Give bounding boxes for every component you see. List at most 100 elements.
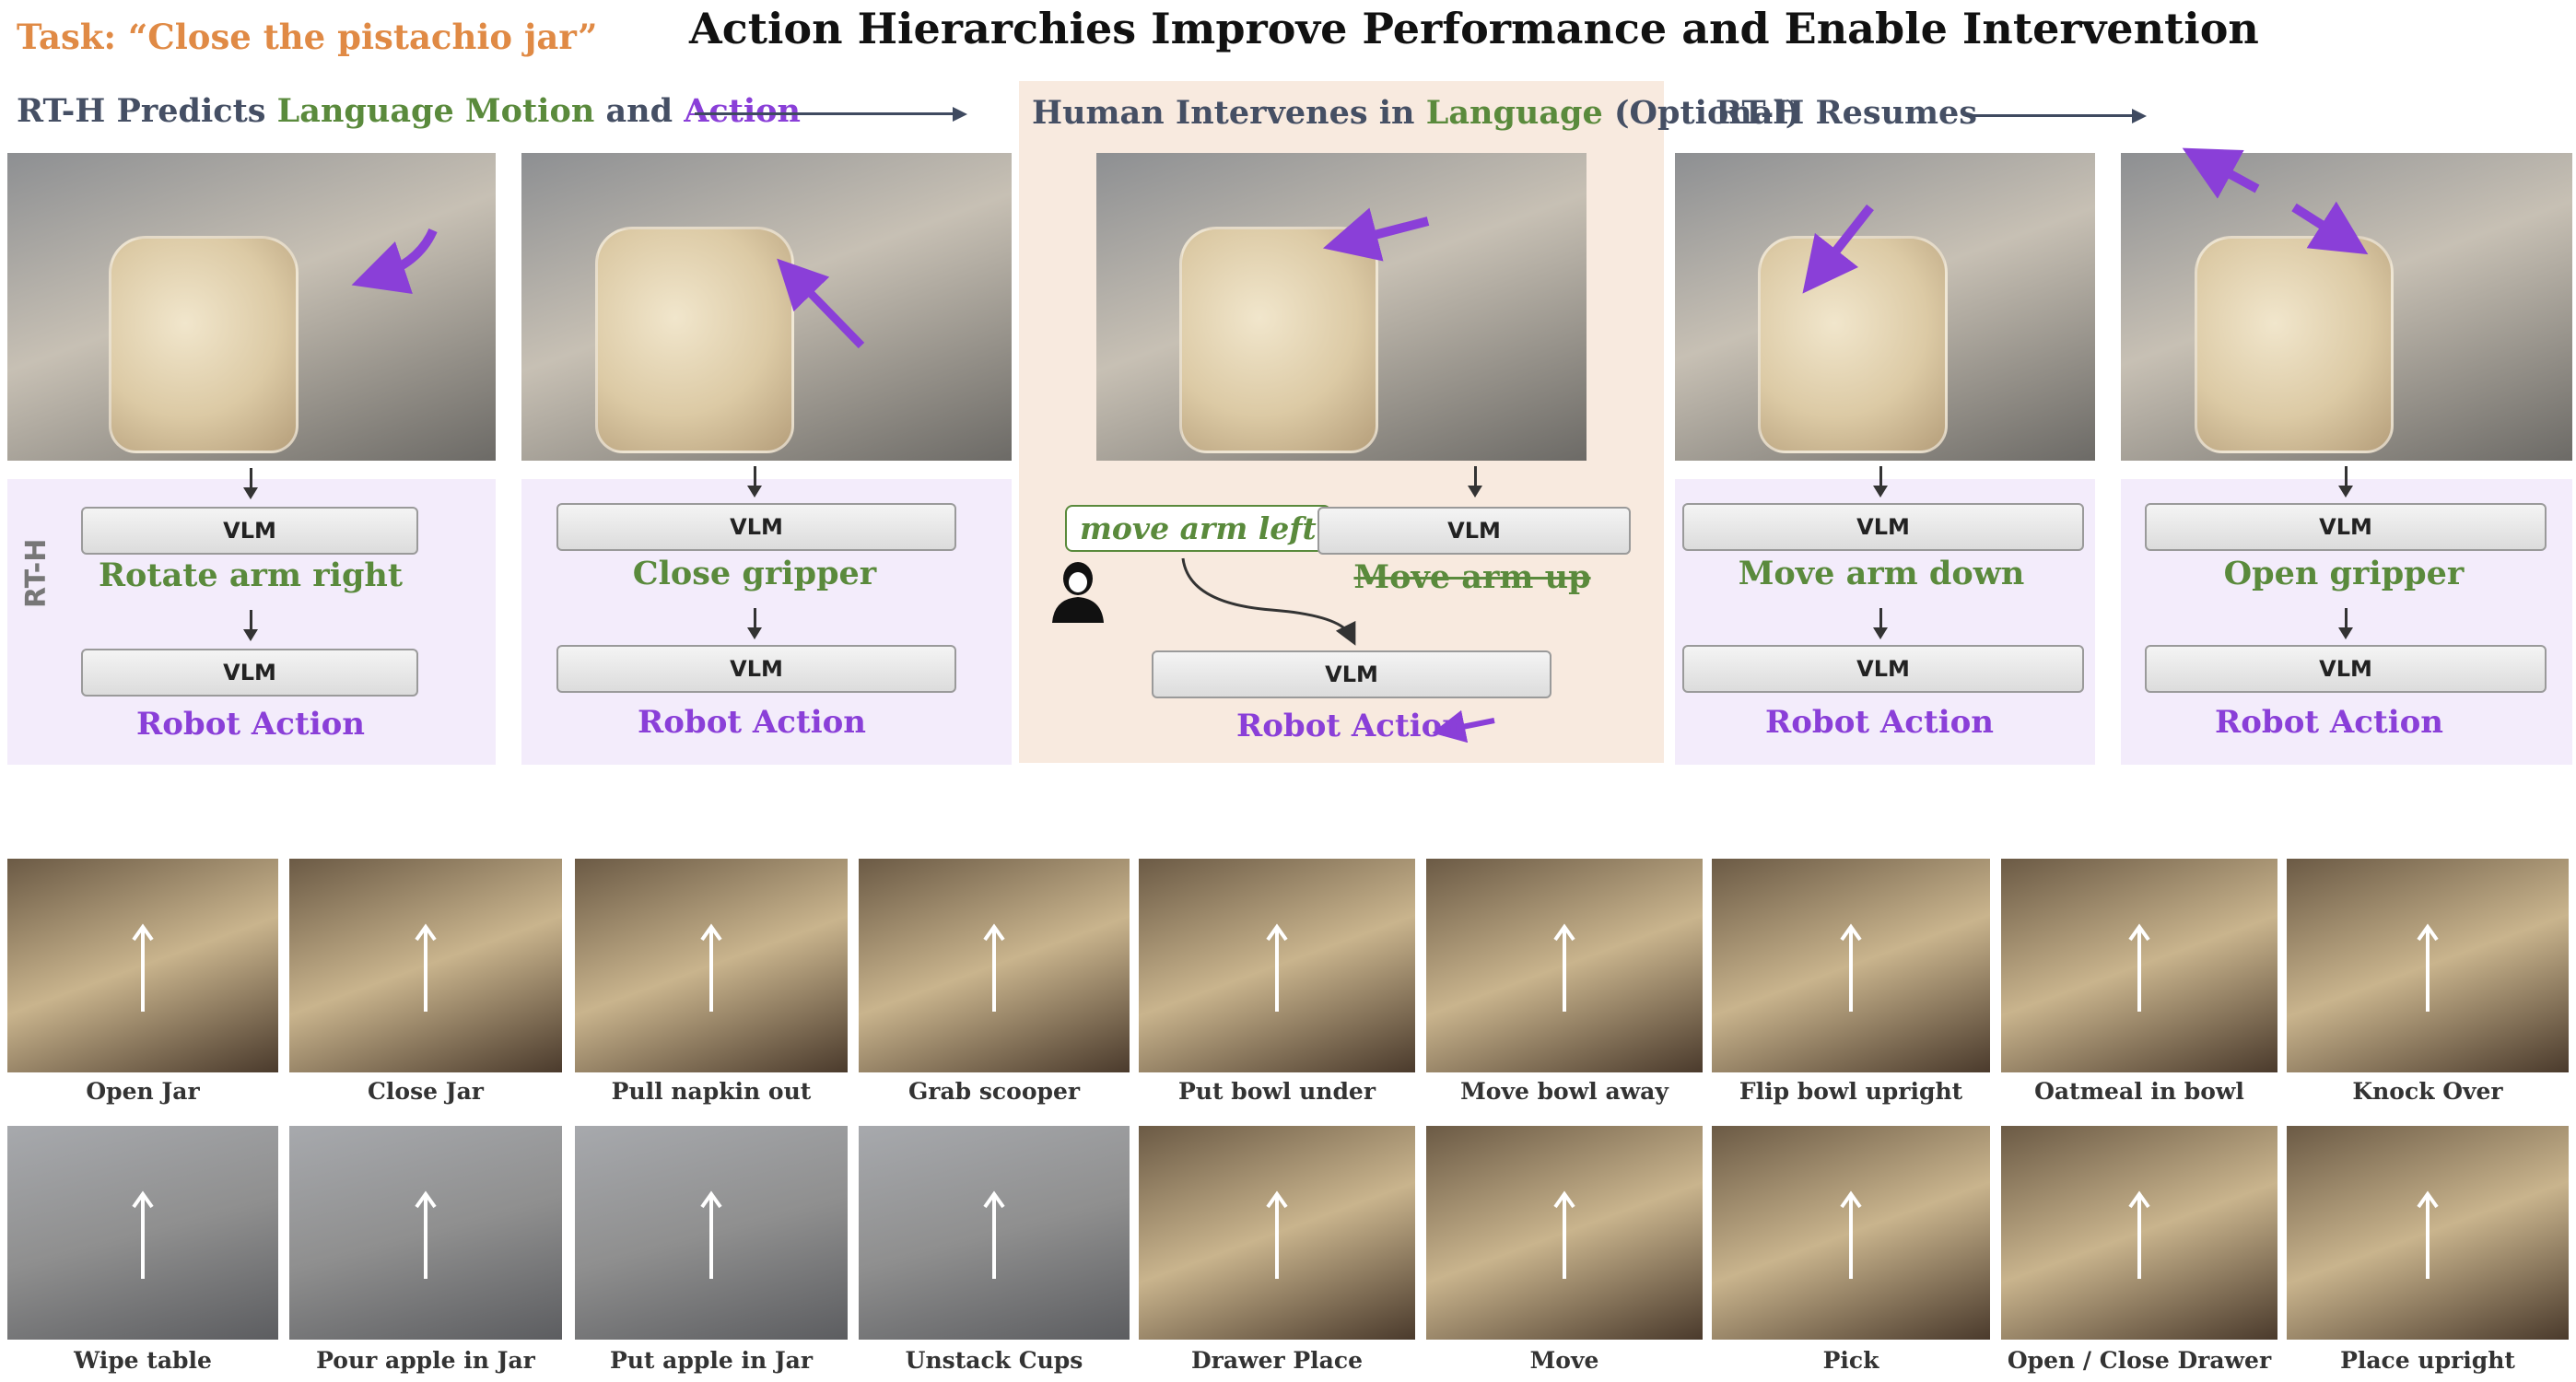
task-caption: Close Jar — [368, 1078, 484, 1105]
arrow-icon — [1266, 1190, 1288, 1279]
flow-arrow — [243, 610, 258, 641]
flow-arrow — [2338, 466, 2353, 498]
scene-photo-1 — [7, 153, 496, 461]
task-thumbnail — [7, 1126, 278, 1340]
scene-photo-5 — [2121, 153, 2572, 461]
task-thumbnail — [1426, 859, 1703, 1072]
task-caption: Flip bowl upright — [1739, 1078, 1963, 1105]
task-thumbnail — [2001, 1126, 2277, 1340]
person-icon — [1048, 558, 1107, 623]
arrow-icon — [983, 923, 1005, 1012]
task-thumbnail — [1139, 1126, 1415, 1340]
task-caption: Drawer Place — [1191, 1347, 1363, 1374]
task-thumbnail — [575, 1126, 848, 1340]
task-thumbnail — [1139, 859, 1415, 1072]
arrow-icon — [415, 923, 437, 1012]
arrow-icon — [2417, 923, 2439, 1012]
robot-action-label: Robot Action — [2215, 704, 2444, 741]
header-resumes: RT-H Resumes — [1715, 94, 1978, 132]
task-thumbnail — [289, 1126, 562, 1340]
flow-arrow — [1873, 466, 1888, 498]
task-caption: Unstack Cups — [905, 1347, 1083, 1374]
motion-label-3: Move arm up — [1353, 558, 1591, 596]
task-thumbnail — [1712, 859, 1990, 1072]
scene-photo-2 — [521, 153, 1012, 461]
human-correction-bubble: move arm left — [1065, 505, 1331, 552]
vlm-box: VLM — [1682, 503, 2084, 551]
header-arrow-2 — [1966, 114, 2132, 117]
header-intervene: Human Intervenes in Language (Optional) — [1032, 94, 1801, 132]
arrow-icon — [700, 1190, 722, 1279]
task-thumbnail — [575, 859, 848, 1072]
task-caption: Pour apple in Jar — [316, 1347, 535, 1374]
task-caption: Move — [1529, 1347, 1599, 1374]
task-caption: Oatmeal in bowl — [2034, 1078, 2244, 1105]
task-thumbnail — [289, 859, 562, 1072]
vlm-box: VLM — [556, 503, 956, 551]
arrow-icon — [2128, 1190, 2150, 1279]
motion-label-2: Close gripper — [632, 555, 877, 592]
task-caption: Open / Close Drawer — [2007, 1347, 2272, 1374]
flow-arrow — [1873, 608, 1888, 639]
task-thumbnail — [1426, 1126, 1703, 1340]
robot-action-label: Robot Action — [638, 704, 867, 741]
arrow-icon — [1266, 923, 1288, 1012]
motion-label-5: Open gripper — [2223, 555, 2465, 592]
task-caption: Move bowl away — [1460, 1078, 1669, 1105]
arrow-icon — [1553, 923, 1575, 1012]
vlm-box: VLM — [2145, 503, 2547, 551]
task-thumbnail — [2001, 859, 2277, 1072]
arrow-icon — [700, 923, 722, 1012]
vlm-box: VLM — [556, 645, 956, 693]
header-predict: RT-H Predicts Language Motion and Action — [17, 92, 801, 130]
robot-action-label: Robot Action — [136, 706, 366, 743]
vlm-box: VLM — [2145, 645, 2547, 693]
vlm-box: VLM — [1682, 645, 2084, 693]
task-thumbnail — [2287, 1126, 2569, 1340]
flow-arrow — [1468, 466, 1482, 498]
arrow-icon — [2128, 923, 2150, 1012]
arrow-icon — [132, 923, 154, 1012]
task-thumbnail — [859, 1126, 1130, 1340]
task-caption: Place upright — [2340, 1347, 2515, 1374]
scene-photo-4 — [1675, 153, 2095, 461]
task-thumbnail — [7, 859, 278, 1072]
vlm-box: VLM — [81, 507, 418, 555]
flow-arrow — [243, 468, 258, 499]
task-thumbnail — [2287, 859, 2569, 1072]
vlm-box: VLM — [81, 649, 418, 697]
vlm-box: VLM — [1317, 507, 1631, 555]
task-caption: Pull napkin out — [611, 1078, 812, 1105]
scene-photo-3 — [1096, 153, 1587, 461]
figure-title: Action Hierarchies Improve Performance a… — [689, 4, 2259, 53]
arrow-icon — [132, 1190, 154, 1279]
flow-arrow — [747, 466, 762, 498]
motion-label-1: Rotate arm right — [98, 556, 404, 594]
task-caption: Put bowl under — [1177, 1078, 1376, 1105]
motion-label-4: Move arm down — [1738, 555, 2025, 592]
task-caption: Knock Over — [2352, 1078, 2503, 1105]
side-label: RT-H — [20, 538, 53, 608]
robot-action-label: Robot Action — [1765, 704, 1995, 741]
task-caption: Put apple in Jar — [609, 1347, 814, 1374]
flow-arrow — [2338, 608, 2353, 639]
task-caption: Open Jar — [86, 1078, 200, 1105]
arrow-icon — [1840, 923, 1862, 1012]
arrow-icon — [1840, 1190, 1862, 1279]
arrow-icon — [415, 1190, 437, 1279]
arrow-icon — [2417, 1190, 2439, 1279]
flow-arrow — [747, 608, 762, 639]
vlm-box: VLM — [1152, 650, 1551, 698]
arrow-icon — [2132, 109, 2147, 123]
task-caption: Wipe table — [74, 1347, 212, 1374]
header-arrow-1 — [695, 112, 953, 115]
task-thumbnail — [859, 859, 1130, 1072]
robot-action-label: Robot Action — [1236, 708, 1466, 744]
task-label: Task: “Close the pistachio jar” — [17, 17, 598, 57]
task-caption: Pick — [1822, 1347, 1879, 1374]
arrow-icon — [983, 1190, 1005, 1279]
task-caption: Grab scooper — [907, 1078, 1081, 1105]
arrow-icon — [1553, 1190, 1575, 1279]
task-thumbnail — [1712, 1126, 1990, 1340]
arrow-icon — [953, 107, 967, 122]
